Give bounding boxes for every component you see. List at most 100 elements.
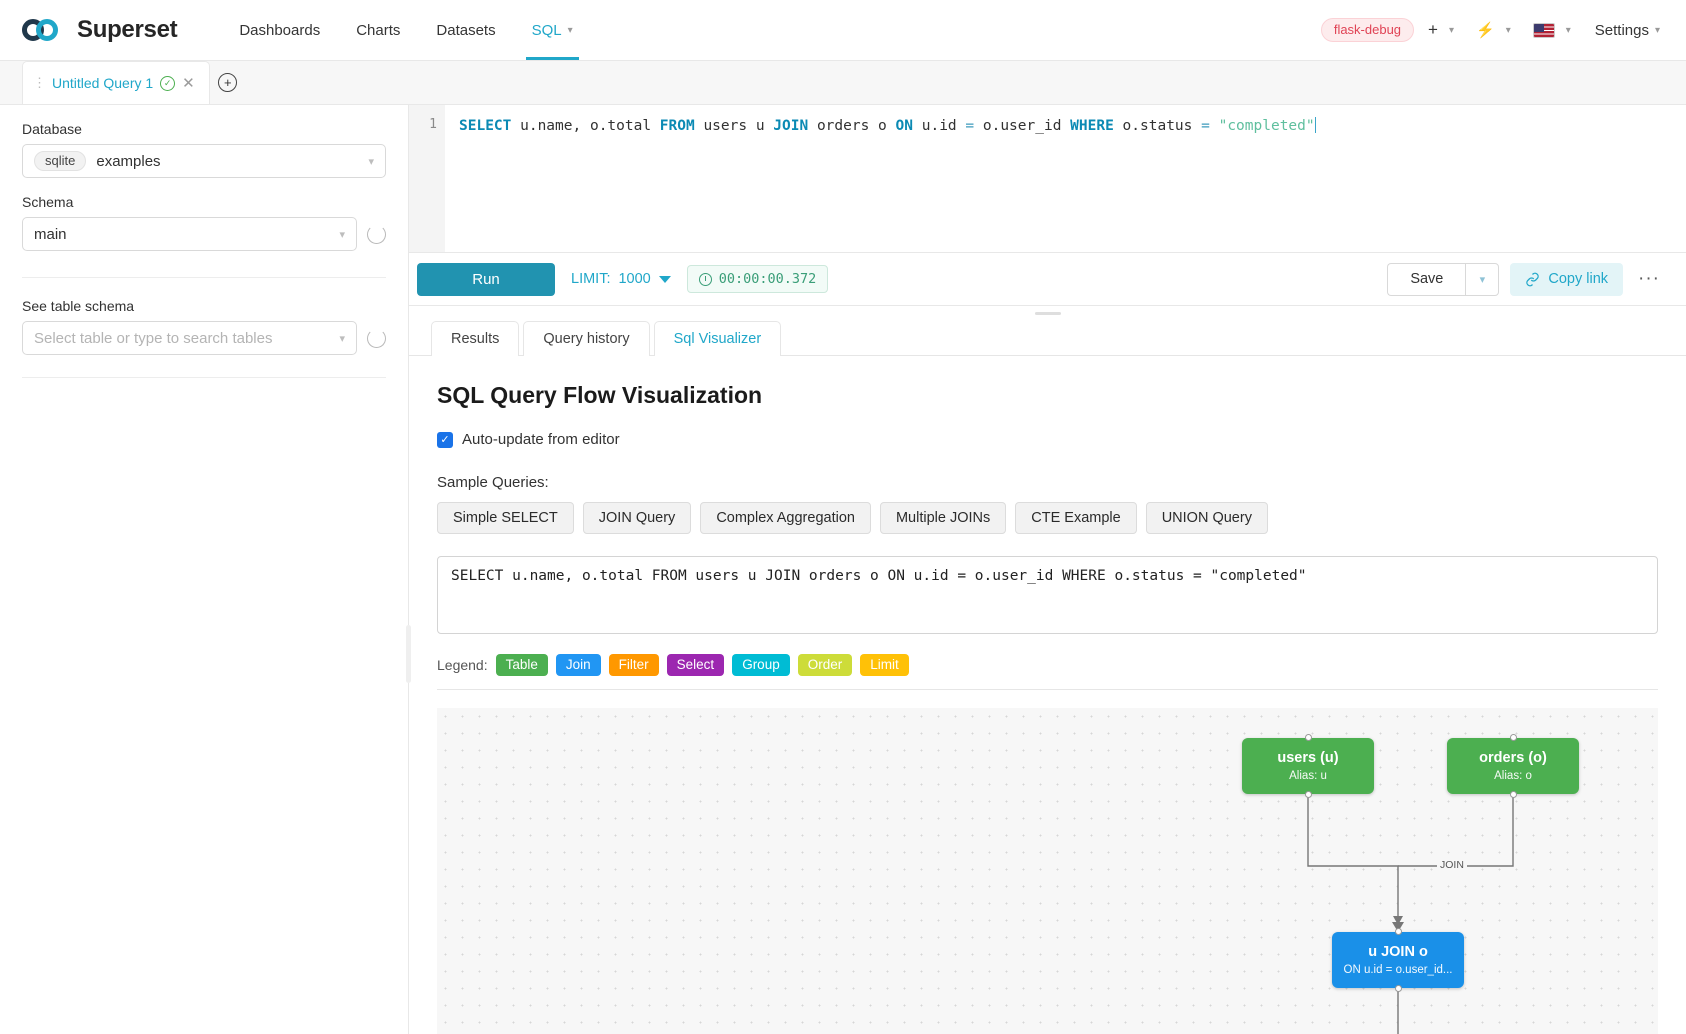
legend: Legend: Table Join Filter Select Group O… <box>437 654 1658 676</box>
triangle-down-icon <box>658 275 671 283</box>
limit-value: 1000 <box>618 271 651 287</box>
edge-label-join: JOIN <box>1437 859 1467 871</box>
sidebar-divider-2 <box>22 377 386 378</box>
sql-token-cols: u.name, o.total <box>511 118 660 134</box>
node-port-top <box>1394 928 1402 935</box>
database-select[interactable]: sqlite examples ▾ <box>22 144 386 178</box>
limit-dropdown[interactable]: LIMIT: 1000 <box>571 271 671 287</box>
legend-chip-select: Select <box>666 654 725 676</box>
sql-token-users: users u <box>694 118 774 134</box>
timer-value: 00:00:00.372 <box>718 271 817 287</box>
nav-item-charts-label: Charts <box>356 21 401 39</box>
sql-editor[interactable]: 1 SELECT u.name, o.total FROM users u JO… <box>409 105 1686 253</box>
tab-results[interactable]: Results <box>431 321 520 356</box>
tab-sql-visualizer[interactable]: Sql Visualizer <box>653 321 782 356</box>
schema-value: main <box>34 225 67 243</box>
pane-split-handle[interactable] <box>409 306 1686 320</box>
query-timer: 00:00:00.372 <box>686 265 829 293</box>
main-area: Database sqlite examples ▾ Schema main ▾… <box>0 105 1686 1034</box>
sample-query-multiple-joins[interactable]: Multiple JOINs <box>879 502 1007 534</box>
tab-query-history[interactable]: Query history <box>523 321 650 356</box>
copy-link-button[interactable]: Copy link <box>1510 262 1624 296</box>
sidebar-divider <box>22 277 386 278</box>
sql-token-uid: u.id <box>913 118 966 134</box>
legend-chip-order: Order <box>797 654 853 676</box>
sample-query-join-query[interactable]: JOIN Query <box>582 502 692 534</box>
auto-update-row[interactable]: ✓ Auto-update from editor <box>437 431 1658 448</box>
drag-grip-icon[interactable]: ⋮ <box>33 75 46 90</box>
more-options-icon[interactable]: ··· <box>1638 268 1660 289</box>
query-flow-canvas[interactable]: JOIN users (u) Alias: u orders (o) Alias… <box>437 708 1658 1034</box>
result-tab-bar: Results Query history Sql Visualizer <box>409 320 1686 356</box>
node-port-top <box>1509 734 1517 741</box>
node-port-top <box>1304 734 1312 741</box>
nav-item-datasets[interactable]: Datasets <box>418 0 513 60</box>
tab-query-history-label: Query history <box>543 331 630 347</box>
editor-code[interactable]: SELECT u.name, o.total FROM users u JOIN… <box>445 105 1686 252</box>
settings-menu[interactable]: Settings ▾ <box>1585 22 1660 39</box>
schema-row: main ▾ <box>22 217 386 251</box>
save-dropdown-button[interactable]: ▾ <box>1465 262 1500 296</box>
sidebar-resize-handle[interactable] <box>406 625 411 683</box>
sample-queries-label: Sample Queries: <box>437 474 549 491</box>
node-port-bottom <box>1304 791 1312 798</box>
sql-token-from: FROM <box>659 118 695 134</box>
node-port-bottom <box>1394 985 1402 992</box>
query-tab-untitled-query-1[interactable]: ⋮ Untitled Query 1 ✓ ✕ <box>22 61 210 104</box>
tab-sql-visualizer-label: Sql Visualizer <box>673 331 762 347</box>
editor-toolbar: Run LIMIT: 1000 00:00:00.372 Save ▾ <box>409 253 1686 306</box>
right-pane: 1 SELECT u.name, o.total FROM users u JO… <box>409 105 1686 1034</box>
add-query-tab-button[interactable]: + <box>210 61 246 104</box>
sql-token-where: WHERE <box>1070 118 1114 134</box>
chevron-down-icon: ▾ <box>339 332 345 345</box>
auto-update-label: Auto-update from editor <box>462 431 620 448</box>
sql-input-textarea[interactable] <box>437 556 1658 634</box>
new-item-button[interactable]: + ▾ <box>1420 16 1462 44</box>
graph-node-orders-subtitle: Alias: o <box>1494 770 1532 782</box>
chevron-down-icon: ▾ <box>1505 24 1511 36</box>
superset-logo[interactable]: Superset <box>22 16 178 44</box>
table-select[interactable]: Select table or type to search tables ▾ <box>22 321 357 355</box>
legend-chip-group: Group <box>732 654 790 676</box>
legend-chip-table: Table <box>495 654 548 676</box>
legend-chip-join: Join <box>555 654 601 676</box>
limit-label: LIMIT: <box>571 271 611 287</box>
nav-item-sql[interactable]: SQL ▾ <box>514 0 591 60</box>
graph-node-users[interactable]: users (u) Alias: u <box>1242 734 1374 798</box>
copy-link-label: Copy link <box>1548 271 1609 287</box>
sample-query-cte-example[interactable]: CTE Example <box>1015 502 1137 534</box>
schema-select[interactable]: main ▾ <box>22 217 357 251</box>
nav-item-charts[interactable]: Charts <box>338 0 418 60</box>
nav-item-datasets-label: Datasets <box>436 21 496 39</box>
chevron-down-icon: ▾ <box>1654 24 1660 36</box>
language-button[interactable]: ▾ <box>1525 19 1579 42</box>
sample-query-simple-select[interactable]: Simple SELECT <box>437 502 574 534</box>
nav-item-dashboards[interactable]: Dashboards <box>221 0 338 60</box>
save-button[interactable]: Save <box>1387 262 1466 296</box>
alerts-button[interactable]: ⚡ ▾ <box>1468 17 1519 43</box>
brand-name: Superset <box>77 16 178 43</box>
database-label: Database <box>22 121 82 137</box>
clock-icon <box>698 272 712 286</box>
refresh-schema-icon[interactable] <box>367 224 386 244</box>
run-button[interactable]: Run <box>417 262 555 296</box>
sql-token-completed: "completed" <box>1209 118 1315 134</box>
database-engine-tag: sqlite <box>34 151 87 171</box>
nav-item-sql-label: SQL <box>531 21 562 39</box>
query-tab-bar: ⋮ Untitled Query 1 ✓ ✕ + <box>0 61 1686 105</box>
graph-node-users-title: users (u) <box>1277 750 1339 766</box>
graph-node-orders[interactable]: orders (o) Alias: o <box>1447 734 1579 798</box>
tab-results-label: Results <box>451 331 500 347</box>
legend-chip-filter: Filter <box>608 654 659 676</box>
sample-query-complex-aggregation[interactable]: Complex Aggregation <box>700 502 871 534</box>
auto-update-checkbox[interactable]: ✓ <box>437 431 453 448</box>
sql-token-orders: orders o <box>808 118 896 134</box>
chevron-down-icon: ▾ <box>1448 24 1455 36</box>
node-port-bottom <box>1509 791 1517 798</box>
sample-query-union-query[interactable]: UNION Query <box>1145 502 1268 534</box>
graph-node-join[interactable]: u JOIN o ON u.id = o.user_id... <box>1332 928 1464 992</box>
settings-label: Settings <box>1594 21 1649 39</box>
sql-token-eq1: = <box>965 118 975 134</box>
close-icon[interactable]: ✕ <box>182 75 195 92</box>
refresh-tables-icon[interactable] <box>367 328 386 348</box>
